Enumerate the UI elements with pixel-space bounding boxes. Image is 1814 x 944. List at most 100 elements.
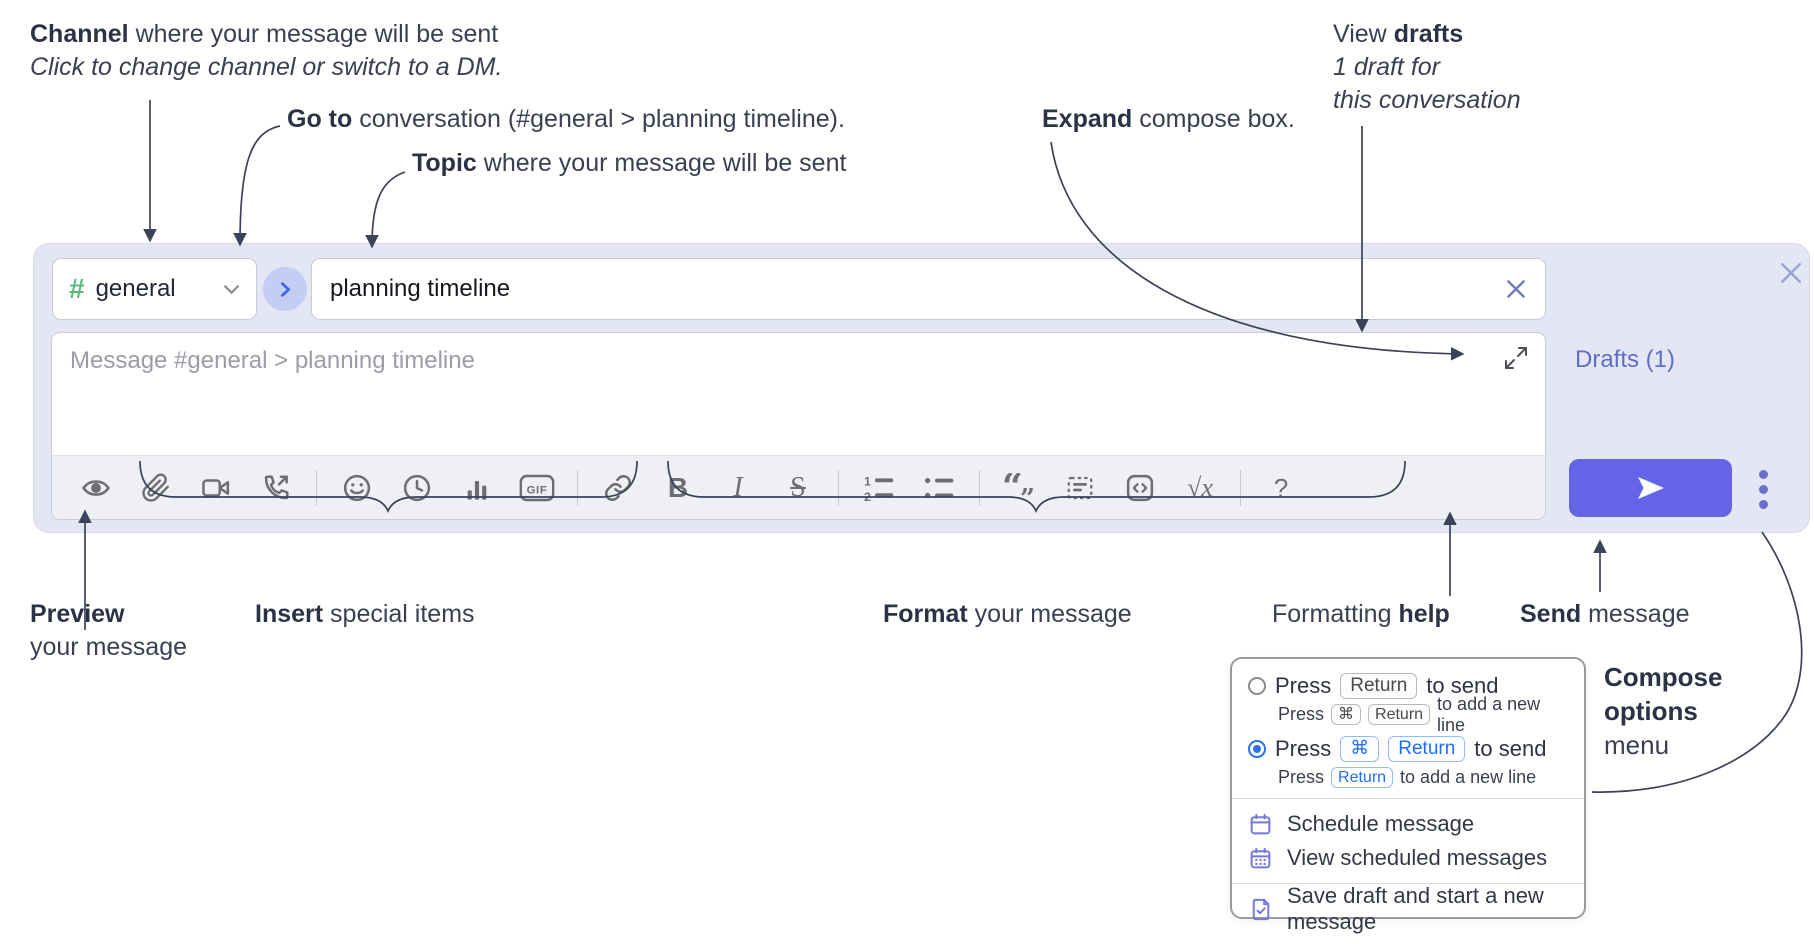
bar-chart-icon bbox=[467, 480, 487, 500]
send-shortcut-option-return[interactable]: Press Return to send bbox=[1248, 670, 1568, 702]
goto-arrow bbox=[233, 125, 281, 247]
math-button[interactable]: √x bbox=[1177, 465, 1223, 511]
annotation-insert: Insert special items bbox=[255, 600, 475, 628]
kbd-return: Return bbox=[1331, 766, 1394, 789]
svg-text:”: ” bbox=[1020, 484, 1035, 503]
annotation-preview: Preview your message bbox=[30, 600, 188, 661]
drafts-link[interactable]: Drafts (1) bbox=[1575, 346, 1676, 373]
spoiler-icon bbox=[1067, 476, 1093, 499]
expand-compose-button[interactable] bbox=[1503, 345, 1529, 371]
gif-button[interactable]: GIF bbox=[514, 465, 560, 511]
quote-button[interactable]: “ ” bbox=[997, 465, 1043, 511]
kbd-return: Return bbox=[1368, 703, 1431, 726]
italic-button[interactable]: I bbox=[715, 465, 761, 511]
channel-name: general bbox=[95, 275, 176, 302]
chevron-right-icon bbox=[280, 281, 290, 297]
message-input[interactable] bbox=[52, 333, 1545, 455]
annotation-compose-options: Compose options menu bbox=[1604, 662, 1723, 760]
video-call-button[interactable] bbox=[193, 465, 239, 511]
italic-icon: I bbox=[733, 471, 743, 503]
svg-text:2: 2 bbox=[864, 490, 871, 502]
go-to-conversation-button[interactable] bbox=[263, 267, 307, 311]
menu-item-save-draft-new-message[interactable]: Save draft and start a new message bbox=[1248, 883, 1568, 934]
attach-file-button[interactable] bbox=[133, 465, 179, 511]
annotation-format: Format your message bbox=[883, 600, 1132, 628]
calendar-grid-icon bbox=[1250, 847, 1271, 868]
topic-arrow bbox=[365, 171, 406, 249]
bulleted-list-icon bbox=[924, 477, 954, 498]
toolbar-divider bbox=[838, 469, 839, 506]
quote-icon: “ ” bbox=[1003, 473, 1035, 503]
math-icon: √x bbox=[1187, 472, 1213, 502]
toolbar-divider bbox=[577, 469, 578, 506]
kbd-cmd: ⌘ bbox=[1331, 703, 1362, 726]
code-button[interactable] bbox=[1117, 465, 1163, 511]
link-button[interactable] bbox=[595, 465, 641, 511]
radio-selected[interactable] bbox=[1248, 740, 1266, 758]
preview-button[interactable] bbox=[73, 465, 119, 511]
chevron-down-icon bbox=[224, 284, 239, 294]
numbered-list-icon: 1 2 bbox=[864, 474, 894, 502]
bold-button[interactable]: B bbox=[655, 465, 701, 511]
annotation-formatting-help: Formatting help bbox=[1272, 600, 1450, 628]
clock-icon bbox=[403, 474, 431, 501]
menu-item-view-scheduled-messages[interactable]: View scheduled messages bbox=[1248, 841, 1568, 875]
close-compose-button[interactable] bbox=[1776, 258, 1806, 288]
send-shortcut-option-cmd-return[interactable]: Press ⌘ Return to send bbox=[1248, 733, 1568, 765]
toolbar-divider bbox=[1240, 469, 1241, 506]
strikethrough-icon: S bbox=[790, 471, 806, 503]
radio-unselected[interactable] bbox=[1248, 677, 1266, 695]
strikethrough-button[interactable]: S bbox=[775, 465, 821, 511]
emoji-button[interactable] bbox=[334, 465, 380, 511]
hashtag-icon: # bbox=[69, 273, 85, 304]
numbered-list-button[interactable]: 1 2 bbox=[856, 465, 902, 511]
kbd-return: Return bbox=[1388, 735, 1466, 763]
send-shortcut-option-return-subtext: Press ⌘ Return to add a new line bbox=[1278, 693, 1541, 735]
calendar-icon bbox=[1250, 813, 1271, 834]
compose-toolbar: GIF B I S bbox=[52, 455, 1545, 519]
gif-icon: GIF bbox=[519, 474, 555, 501]
eye-icon bbox=[81, 479, 111, 496]
bulleted-list-button[interactable] bbox=[916, 465, 962, 511]
send-button[interactable] bbox=[1569, 459, 1732, 517]
menu-item-schedule-message[interactable]: Schedule message bbox=[1248, 807, 1568, 841]
topic-input[interactable] bbox=[328, 274, 1503, 304]
smiley-icon bbox=[343, 474, 371, 501]
link-icon bbox=[605, 474, 631, 501]
phone-call-icon bbox=[264, 475, 289, 499]
compose-options-menu-button[interactable] bbox=[1754, 466, 1772, 512]
topic-input-box bbox=[311, 258, 1546, 320]
video-camera-icon bbox=[202, 478, 230, 497]
message-formatting-help-button[interactable]: ? bbox=[1258, 465, 1304, 511]
kbd-cmd: ⌘ bbox=[1340, 735, 1380, 763]
code-icon bbox=[1126, 474, 1154, 501]
voice-call-button[interactable] bbox=[253, 465, 299, 511]
kbd-return: Return bbox=[1340, 672, 1418, 700]
annotation-drafts: View drafts 1 draft for this conversatio… bbox=[1333, 20, 1521, 114]
menu-divider bbox=[1232, 883, 1584, 884]
message-box: GIF B I S bbox=[51, 332, 1546, 520]
toolbar-divider bbox=[979, 469, 980, 506]
question-mark-icon: ? bbox=[1273, 472, 1289, 503]
annotation-send: Send message bbox=[1520, 600, 1690, 628]
send-plane-icon bbox=[1637, 477, 1664, 499]
annotation-goto: Go to conversation (#general > planning … bbox=[287, 105, 845, 133]
bold-icon: B bbox=[667, 471, 689, 503]
compose-box: # general bbox=[33, 243, 1810, 533]
send-shortcut-option-cmd-return-subtext: Press Return to add a new line bbox=[1278, 766, 1537, 789]
channel-selector[interactable]: # general bbox=[52, 258, 257, 320]
paperclip-icon bbox=[142, 473, 169, 502]
annotation-topic: Topic where your message will be sent bbox=[412, 149, 847, 177]
svg-text:1: 1 bbox=[864, 474, 871, 488]
global-time-button[interactable] bbox=[394, 465, 440, 511]
svg-text:GIF: GIF bbox=[527, 484, 548, 496]
clear-topic-button[interactable] bbox=[1503, 276, 1529, 302]
spoiler-button[interactable] bbox=[1057, 465, 1103, 511]
toolbar-divider bbox=[316, 469, 317, 506]
annotation-channel: Channel where your message will be sent … bbox=[30, 20, 503, 81]
compose-options-menu: Press Return to send Press ⌘ Return to a… bbox=[1230, 657, 1586, 934]
annotation-expand: Expand compose box. bbox=[1042, 105, 1295, 133]
menu-divider bbox=[1232, 798, 1584, 799]
draft-note-icon bbox=[1252, 898, 1270, 920]
poll-button[interactable] bbox=[454, 465, 500, 511]
